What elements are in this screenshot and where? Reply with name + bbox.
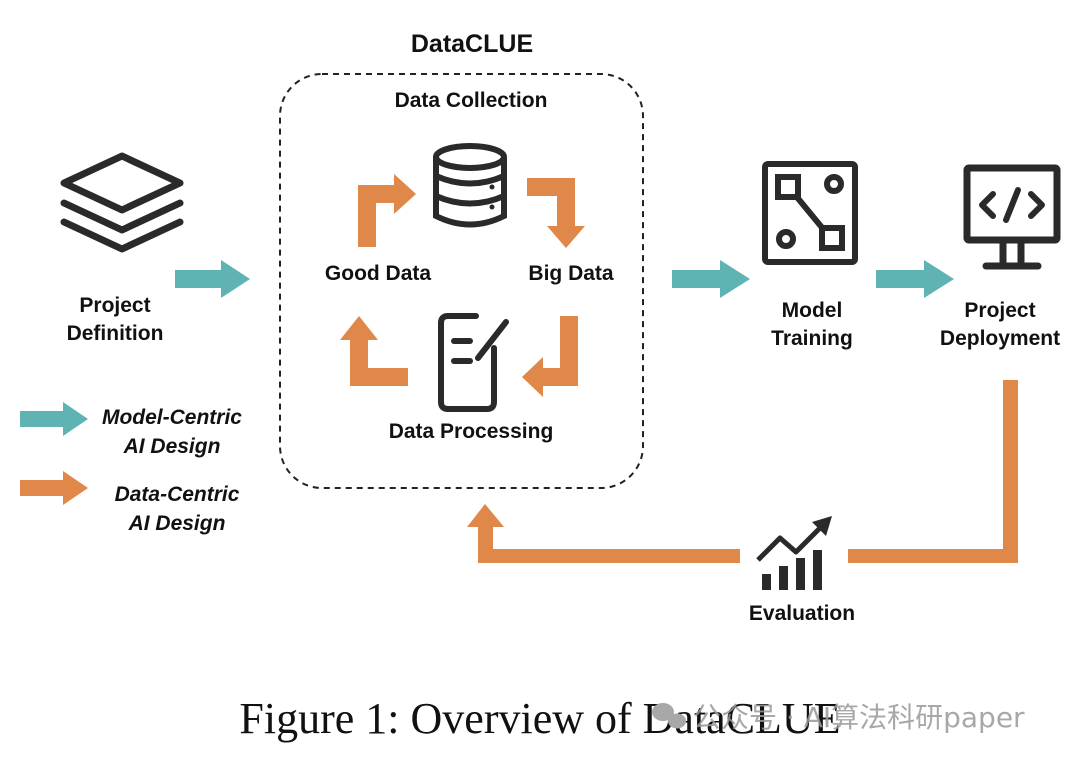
arrow-training-to-deployment	[876, 260, 954, 298]
figure-caption: Figure 1: Overview of DataCLUE	[239, 694, 840, 743]
project-definition-line2: Definition	[67, 322, 164, 345]
data-processing-label: Data Processing	[389, 420, 554, 443]
big-data-label: Big Data	[528, 262, 614, 285]
data-collection-box	[279, 73, 644, 489]
layers-icon	[60, 152, 184, 253]
legend-model-centric-line1: Model-Centric	[102, 406, 242, 429]
project-deployment-line2: Deployment	[940, 327, 1060, 350]
watermark-text: 公众号 · AI算法科研paper	[693, 701, 1025, 734]
model-training-line2: Training	[771, 327, 853, 350]
model-training-line1: Model	[782, 299, 843, 322]
legend-data-centric-line2: AI Design	[128, 512, 226, 535]
arrow-big-to-processing	[522, 316, 578, 397]
watermark: 公众号 · AI算法科研paper	[652, 701, 1025, 734]
legend-model-centric-line2: AI Design	[123, 435, 221, 458]
data-collection-label: Data Collection	[395, 89, 548, 112]
wechat-icon	[652, 703, 686, 729]
evaluation-label: Evaluation	[749, 602, 855, 625]
project-definition-line1: Project	[79, 294, 150, 317]
arrow-definition-to-collection	[175, 260, 250, 298]
diagram-title: DataCLUE	[411, 30, 533, 58]
good-data-label: Good Data	[325, 262, 431, 285]
arrow-processing-to-good	[340, 316, 408, 386]
legend: Model-Centric AI Design Data-Centric AI …	[20, 402, 242, 535]
project-deployment-line1: Project	[964, 299, 1035, 322]
code-monitor-icon	[963, 164, 1061, 270]
document-edit-icon	[438, 313, 509, 412]
growth-chart-icon	[756, 516, 832, 590]
legend-model-centric-swatch	[20, 402, 88, 436]
database-icon	[433, 143, 507, 228]
arrow-deployment-to-evaluation	[848, 380, 1018, 563]
arrow-db-to-big	[527, 178, 585, 248]
arrow-evaluation-to-collection	[467, 504, 740, 563]
arrow-collection-to-training	[672, 260, 750, 298]
arrow-good-to-db	[358, 174, 416, 247]
network-diagram-icon	[762, 161, 858, 265]
legend-data-centric-line1: Data-Centric	[115, 483, 240, 506]
legend-data-centric-swatch	[20, 471, 88, 505]
